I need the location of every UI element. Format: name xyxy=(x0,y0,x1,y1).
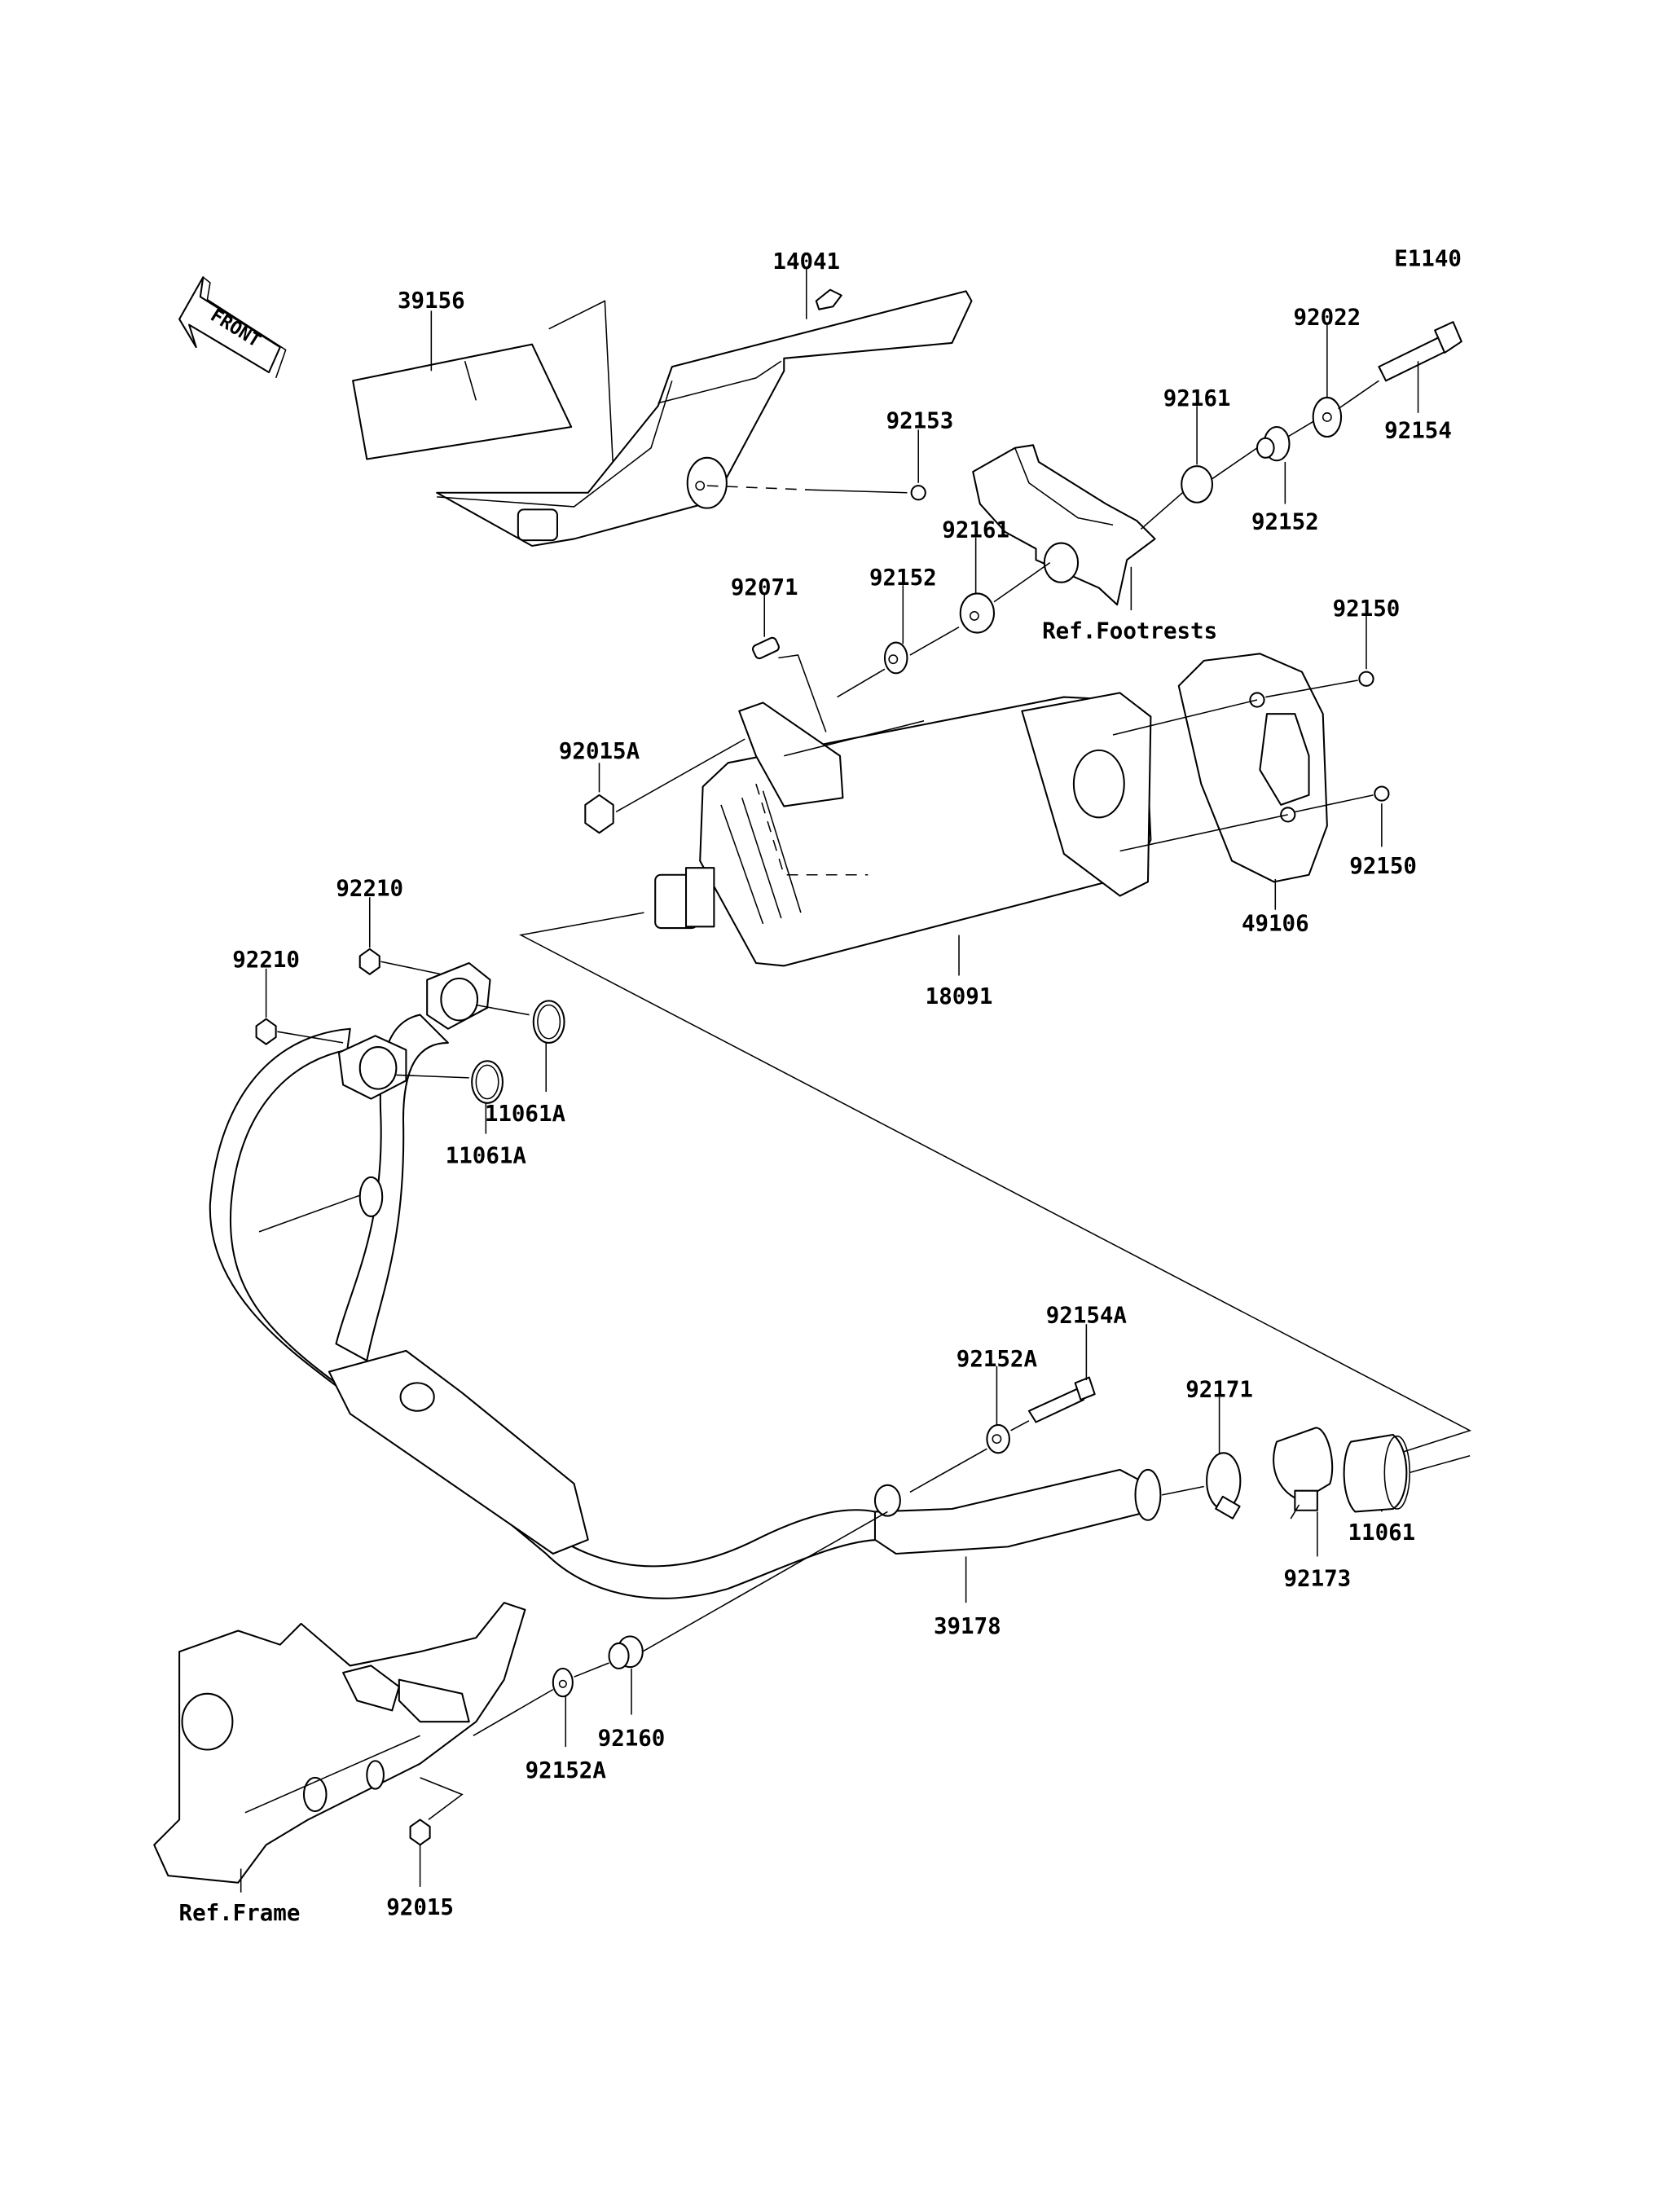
part-39178-exhaust-pipe[interactable] xyxy=(209,1014,1162,1599)
part-92150-screw-bottom[interactable] xyxy=(1374,785,1390,802)
part-92150-screw-top[interactable] xyxy=(1358,671,1374,687)
label-ref-footrests: Ref.Footrests xyxy=(1042,618,1217,644)
part-11061-sleeve[interactable] xyxy=(1343,1433,1411,1513)
part-92154-bolt[interactable] xyxy=(1378,321,1462,382)
part-18091-muffler[interactable] xyxy=(654,692,1152,967)
label-11061: 11061 xyxy=(1348,1520,1416,1546)
label-92153: 92153 xyxy=(886,408,954,434)
part-92152A-collar-bottom[interactable] xyxy=(552,1667,574,1698)
label-92022: 92022 xyxy=(1294,305,1361,331)
part-92022-washer[interactable] xyxy=(1312,396,1343,438)
header-flanges xyxy=(337,961,491,1100)
label-92150-bottom: 92150 xyxy=(1349,853,1417,879)
part-92152-collar-mid[interactable] xyxy=(883,641,908,675)
part-11061A-gasket-left[interactable] xyxy=(471,1060,504,1104)
part-39156-label-sticker[interactable] xyxy=(352,343,573,460)
diagram-code: E1140 xyxy=(1394,245,1462,271)
label-92210-top: 92210 xyxy=(336,876,403,902)
label-11061A-left: 11061A xyxy=(446,1143,527,1169)
part-92152-collar-top[interactable] xyxy=(1256,425,1291,462)
label-49106: 49106 xyxy=(1242,910,1309,936)
part-92071-spring[interactable] xyxy=(751,636,780,660)
part-92161-grommet-mid[interactable] xyxy=(959,592,996,634)
label-92152A-top: 92152A xyxy=(957,1346,1038,1372)
part-92154A-bolt[interactable] xyxy=(1027,1388,1084,1423)
part-92173-clamp[interactable] xyxy=(1273,1427,1334,1520)
label-92152-mid: 92152 xyxy=(869,565,937,591)
label-92015: 92015 xyxy=(386,1894,454,1920)
label-92161-top: 92161 xyxy=(1163,385,1231,411)
part-92210-nut-top[interactable] xyxy=(358,948,380,975)
label-ref-frame: Ref.Frame xyxy=(179,1900,301,1926)
label-92160: 92160 xyxy=(598,1725,666,1751)
label-92071: 92071 xyxy=(731,574,798,600)
label-92152A-bottom: 92152A xyxy=(526,1757,607,1783)
part-92161-grommet-top[interactable] xyxy=(1181,465,1214,504)
label-39156: 39156 xyxy=(398,288,465,314)
label-14041: 14041 xyxy=(772,248,840,275)
part-92210-nut-left[interactable] xyxy=(255,1018,277,1045)
part-92171-clamp[interactable] xyxy=(1206,1452,1242,1520)
label-11061A-right: 11061A xyxy=(485,1101,566,1127)
label-92150-top: 92150 xyxy=(1333,596,1401,622)
label-92154A: 92154A xyxy=(1046,1303,1128,1329)
footrest-bracket xyxy=(972,444,1156,606)
label-92015A: 92015A xyxy=(559,738,640,764)
front-arrow-icon: FRONT xyxy=(178,276,287,379)
part-92015-nut[interactable] xyxy=(409,1819,431,1846)
part-11061A-gasket-right[interactable] xyxy=(532,1000,565,1044)
label-92161-mid: 92161 xyxy=(942,517,1009,543)
label-92173: 92173 xyxy=(1283,1566,1351,1592)
part-49106-end-cap[interactable] xyxy=(1177,653,1328,883)
part-92153-bolt[interactable] xyxy=(910,485,926,501)
part-92160-grommet[interactable] xyxy=(608,1635,644,1669)
label-92154: 92154 xyxy=(1384,418,1452,444)
part-92152A-collar-top[interactable] xyxy=(986,1423,1010,1454)
label-92152-right: 92152 xyxy=(1251,508,1319,534)
frame-reference xyxy=(153,1602,526,1884)
part-92015A-nut[interactable] xyxy=(584,794,614,834)
label-92210-left: 92210 xyxy=(232,947,300,973)
label-39178: 39178 xyxy=(934,1613,1001,1639)
label-92171: 92171 xyxy=(1185,1377,1253,1403)
label-18091: 18091 xyxy=(926,983,993,1009)
part-14041-cover[interactable] xyxy=(436,288,973,548)
